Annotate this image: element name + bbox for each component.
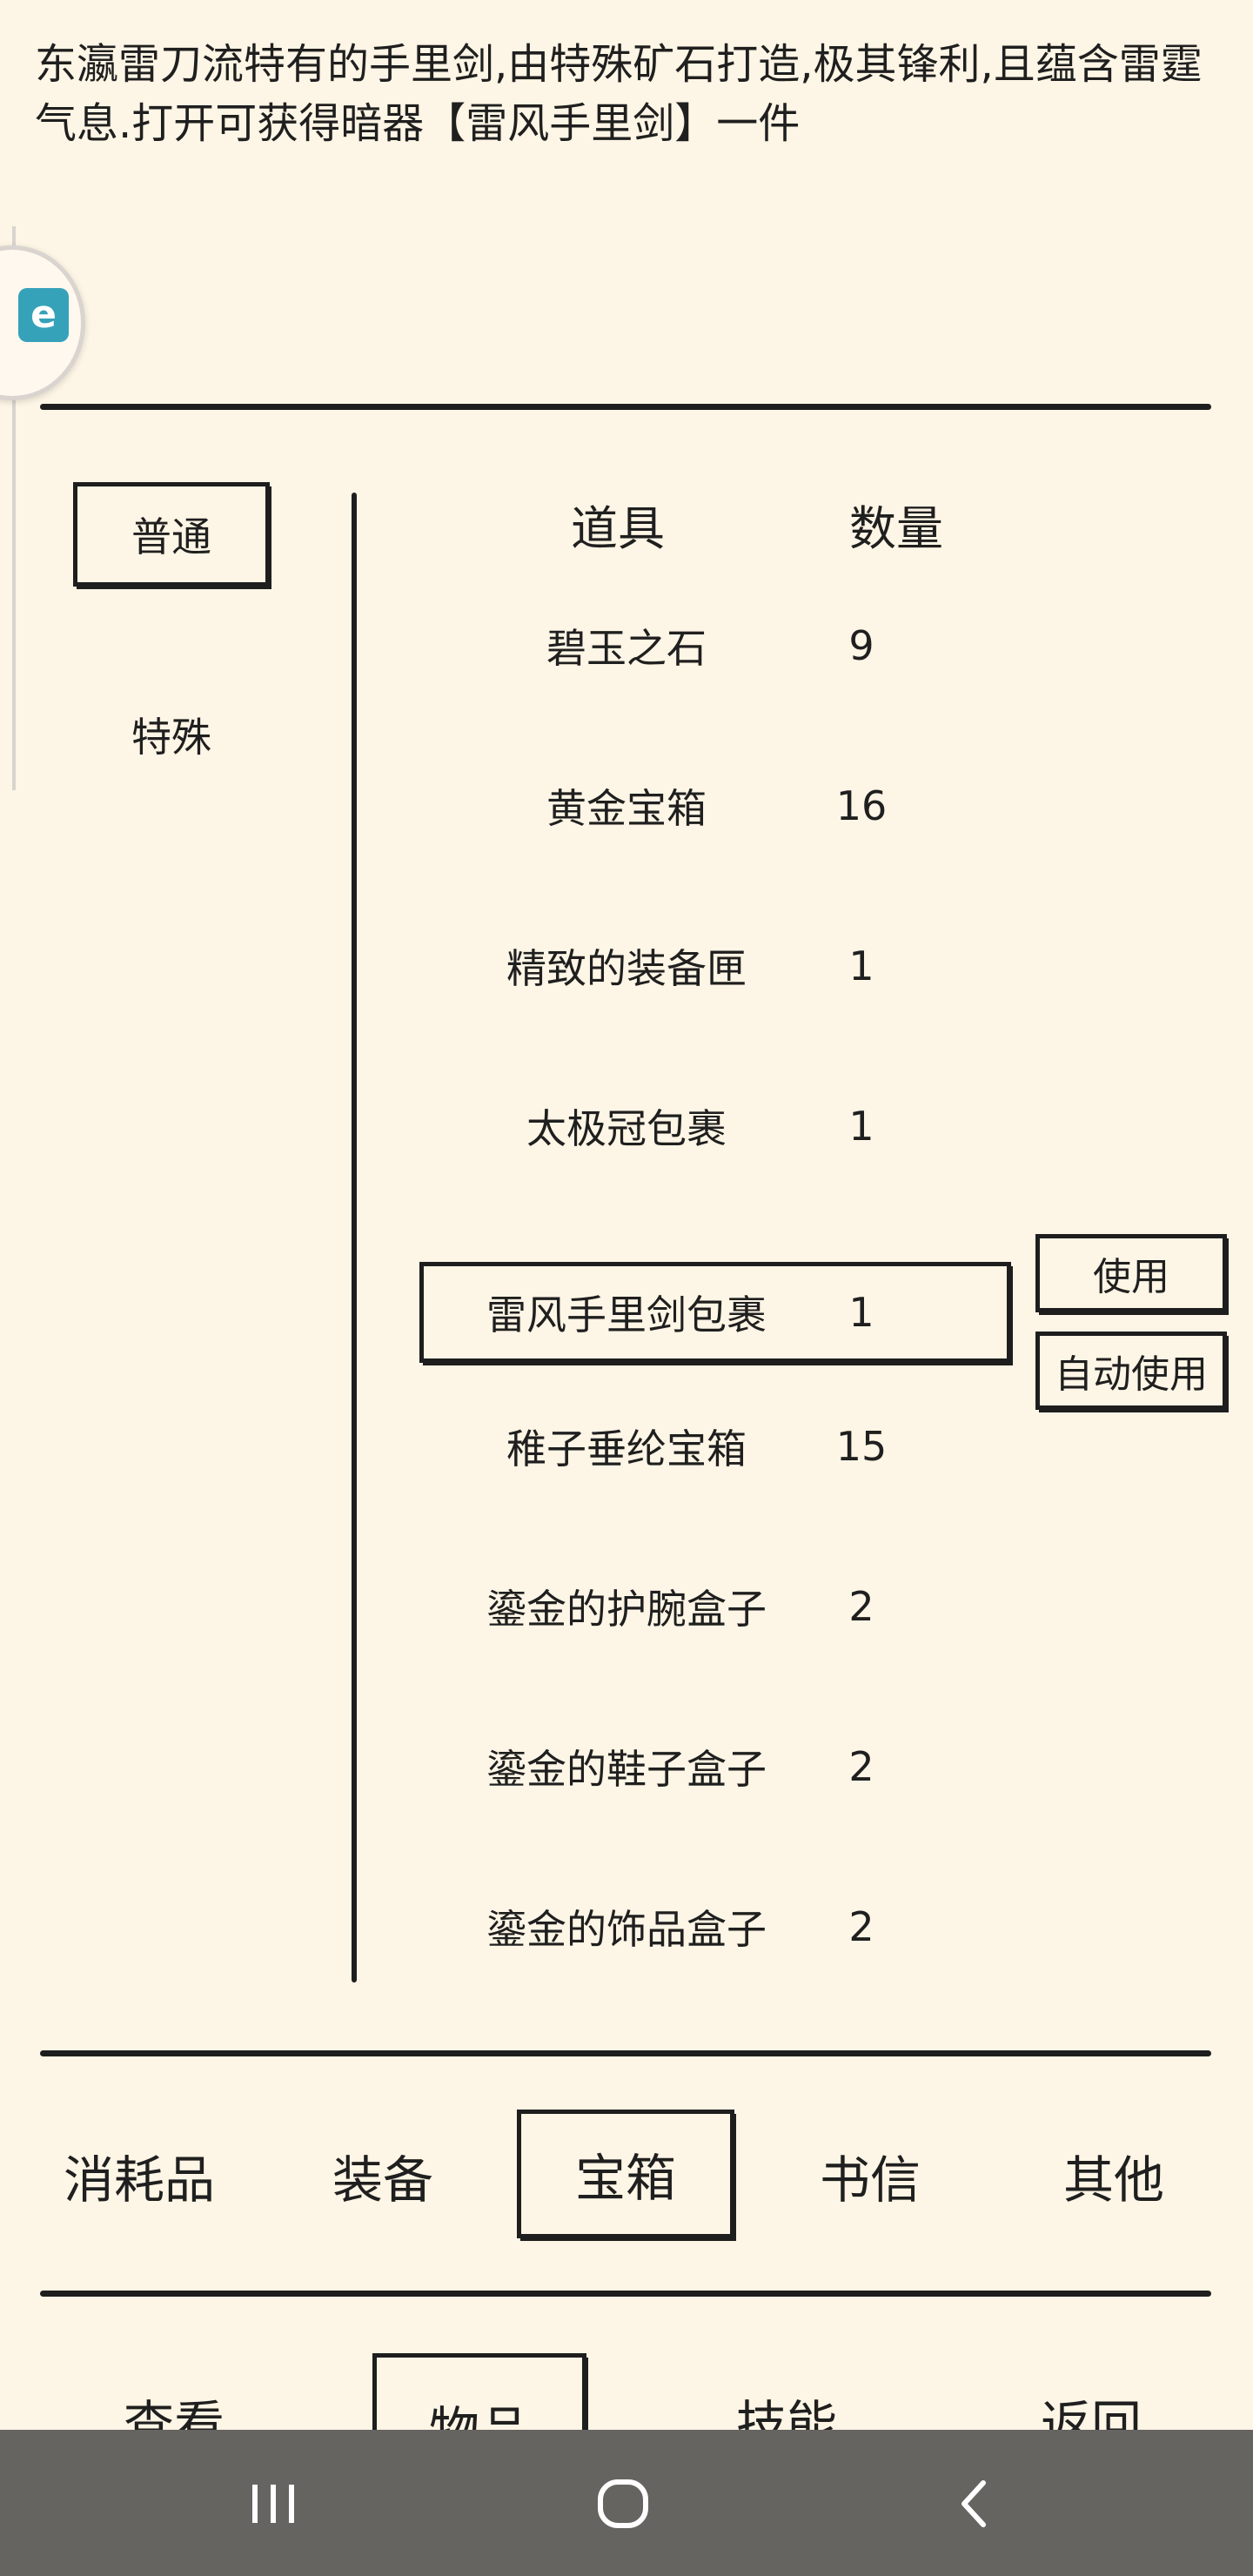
category-top-divider [40, 2050, 1211, 2056]
item-quantity: 15 [835, 1423, 888, 1470]
item-name: 黄金宝箱 [546, 785, 707, 832]
home-button[interactable] [571, 2465, 675, 2543]
table-row[interactable]: 鎏金的护腕盒子 2 [365, 1558, 1044, 1655]
table-row[interactable]: 碧玉之石 9 [365, 597, 1044, 694]
nav-top-divider [40, 2291, 1211, 2297]
use-button-label: 使用 [1093, 1255, 1169, 1299]
header-item: 道具 [571, 500, 665, 556]
table-row[interactable]: 太极冠包裹 1 [365, 1077, 1044, 1175]
item-name: 鎏金的鞋子盒子 [486, 1746, 767, 1793]
column-divider [352, 493, 357, 1982]
category-tab-label: 其他 [1062, 2150, 1164, 2210]
table-row[interactable]: 黄金宝箱 16 [365, 757, 1044, 855]
item-name: 鎏金的护腕盒子 [486, 1586, 767, 1633]
category-tab-label: 书信 [819, 2150, 921, 2210]
item-quantity: 2 [848, 1903, 874, 1950]
item-list[interactable]: 碧玉之石 9 黄金宝箱 16 精致的装备匣 1 太极冠包裹 1 雷风手里剑包裹 … [365, 566, 1044, 1956]
floating-assistant-button[interactable]: e [0, 245, 85, 400]
system-navigation-bar [0, 2430, 1253, 2576]
table-row[interactable]: 稚子垂纶宝箱 15 [365, 1398, 1044, 1495]
category-tab-label: 宝箱 [574, 2149, 676, 2208]
table-row[interactable]: 鎏金的饰品盒子 2 [365, 1878, 1044, 1956]
item-name: 稚子垂纶宝箱 [506, 1426, 747, 1472]
item-name: 雷风手里剑包裹 [486, 1291, 767, 1338]
table-row[interactable]: 精致的装备匣 1 [365, 917, 1044, 1015]
back-icon [962, 2480, 986, 2527]
category-tab-consumables[interactable]: 消耗品 [35, 2123, 244, 2228]
category-tab-label: 装备 [332, 2150, 433, 2210]
category-tab-letters[interactable]: 书信 [766, 2123, 975, 2228]
category-tab-equipment[interactable]: 装备 [278, 2123, 487, 2228]
item-quantity: 16 [835, 782, 888, 829]
back-button[interactable] [922, 2465, 1027, 2543]
item-quantity: 9 [848, 622, 874, 669]
auto-use-button[interactable]: 自动使用 [1035, 1332, 1227, 1410]
item-name: 精致的装备匣 [506, 945, 747, 992]
item-quantity: 1 [848, 1103, 874, 1150]
item-name: 鎏金的饰品盒子 [486, 1906, 767, 1953]
item-name: 太极冠包裹 [526, 1105, 727, 1152]
item-quantity: 2 [848, 1583, 874, 1630]
category-tab-other[interactable]: 其他 [1009, 2123, 1218, 2228]
top-divider [40, 404, 1211, 410]
use-button[interactable]: 使用 [1035, 1234, 1227, 1312]
category-tab-label: 消耗品 [63, 2150, 215, 2210]
item-quantity: 1 [848, 1289, 874, 1336]
selected-table-row[interactable]: 雷风手里剑包裹 1 [419, 1262, 1011, 1363]
item-quantity: 2 [848, 1743, 874, 1790]
edge-divider [12, 226, 16, 790]
auto-use-button-label: 自动使用 [1055, 1352, 1208, 1397]
header-quantity: 数量 [849, 500, 943, 556]
sub-tab-special[interactable]: 特殊 [73, 682, 270, 787]
table-row[interactable]: 鎏金的鞋子盒子 2 [365, 1718, 1044, 1815]
item-description: 东瀛雷刀流特有的手里剑,由特殊矿石打造,极其锋利,且蕴含雷霆气息.打开可获得暗器… [35, 40, 1203, 148]
recent-apps-icon [252, 2485, 294, 2523]
home-icon [598, 2479, 648, 2528]
item-quantity: 1 [848, 943, 874, 989]
sub-tab-normal-label: 普通 [131, 513, 211, 560]
sub-tab-normal[interactable]: 普通 [73, 482, 270, 587]
assistant-app-icon: e [18, 288, 69, 342]
category-tab-chests[interactable]: 宝箱 [517, 2110, 734, 2238]
item-name: 碧玉之石 [546, 625, 707, 672]
recent-apps-button[interactable] [221, 2465, 325, 2543]
sub-tab-special-label: 特殊 [131, 714, 211, 761]
